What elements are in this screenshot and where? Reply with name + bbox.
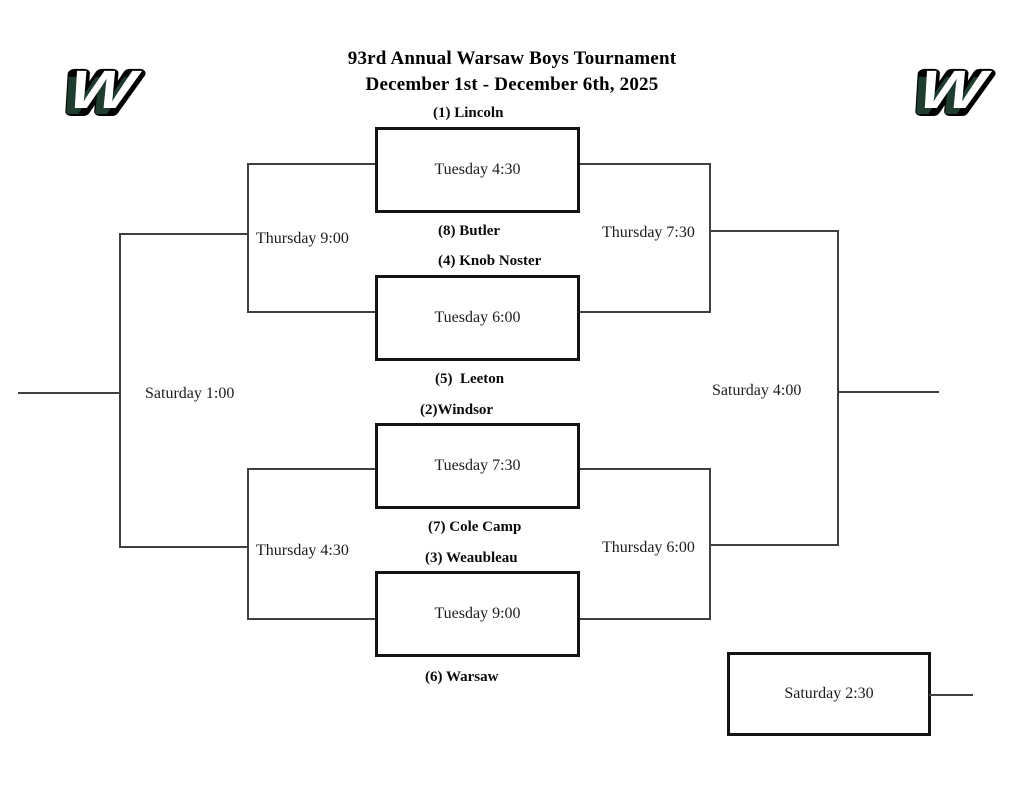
connector-semi-right-top-winner (709, 230, 839, 232)
connector-semi-left-top-winner (119, 233, 249, 235)
warsaw-w-icon: W W W (56, 58, 147, 129)
svg-text:W: W (65, 60, 144, 120)
connector-champion-right (837, 391, 939, 393)
connector-qf4-left (247, 618, 375, 620)
warsaw-logo-left: W W W (48, 58, 147, 129)
connector-qf1-right (580, 163, 709, 165)
warsaw-w-icon: W W W (906, 58, 997, 129)
connector-semi-left-top-vertical (247, 163, 249, 313)
tournament-title-line1: 93rd Annual Warsaw Boys Tournament (347, 48, 677, 69)
team-label-knob-noster: (4) Knob Noster (438, 253, 542, 269)
round-label-final-right: Saturday 4:00 (712, 382, 802, 399)
team-label-weaubleau: (3) Weaubleau (425, 550, 518, 566)
game-time-qf4: Tuesday 9:00 (434, 605, 521, 622)
game-time-qf1: Tuesday 4:30 (434, 161, 521, 178)
connector-qf2-right (580, 311, 709, 313)
connector-semi-left-bottom-winner (119, 546, 249, 548)
round-label-semi-right-bottom: Thursday 6:00 (602, 539, 695, 556)
round-label-semi-right-top: Thursday 7:30 (602, 224, 695, 241)
connector-final-left-vertical (119, 233, 121, 548)
tournament-title: 93rd Annual Warsaw Boys Tournament Decem… (0, 46, 1024, 98)
game-time-consolation: Saturday 2:30 (784, 685, 874, 702)
game-box-qf1: Tuesday 4:30 (375, 127, 580, 213)
connector-qf3-right (580, 468, 709, 470)
game-time-qf2: Tuesday 6:00 (434, 309, 521, 326)
team-label-cole-camp: (7) Cole Camp (428, 519, 522, 535)
team-label-windsor: (2)Windsor (420, 402, 494, 418)
game-box-qf4: Tuesday 9:00 (375, 571, 580, 657)
team-label-leeton: (5) Leeton (435, 371, 505, 387)
game-box-qf2: Tuesday 6:00 (375, 275, 580, 361)
connector-semi-right-top-vertical (709, 163, 711, 313)
connector-final-right-vertical (837, 230, 839, 546)
connector-qf1-left (247, 163, 375, 165)
team-label-warsaw: (6) Warsaw (425, 669, 499, 685)
round-label-semi-left-top: Thursday 9:00 (256, 230, 349, 247)
connector-qf3-left (247, 468, 375, 470)
connector-champion-left (18, 392, 119, 394)
svg-text:W: W (57, 66, 136, 126)
warsaw-logo-right: W W W (898, 58, 997, 129)
round-label-semi-left-bottom: Thursday 4:30 (256, 542, 349, 559)
svg-text:W: W (907, 66, 986, 126)
team-label-butler: (8) Butler (438, 223, 501, 239)
game-time-qf3: Tuesday 7:30 (434, 457, 521, 474)
connector-qf4-right (580, 618, 709, 620)
connector-semi-left-bottom-vertical (247, 468, 249, 620)
svg-text:W: W (915, 60, 994, 120)
team-label-lincoln: (1) Lincoln (433, 105, 504, 121)
connector-qf2-left (247, 311, 375, 313)
connector-semi-right-bottom-winner (709, 544, 839, 546)
round-label-final-left: Saturday 1:00 (145, 385, 235, 402)
connector-consolation-winner (929, 694, 973, 696)
game-box-consolation: Saturday 2:30 (727, 652, 931, 736)
tournament-title-dates: December 1st - December 6th, 2025 (365, 74, 659, 95)
game-box-qf3: Tuesday 7:30 (375, 423, 580, 509)
